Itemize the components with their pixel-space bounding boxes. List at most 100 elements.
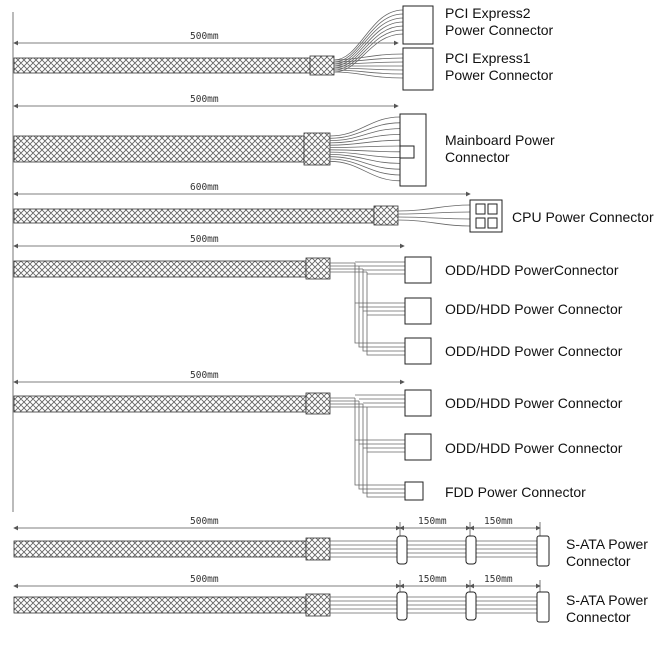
wire: [333, 57, 404, 63]
sata-connector: [465, 535, 477, 565]
dimension-label: 500mm: [190, 94, 219, 105]
wire: [333, 9, 404, 61]
wire: [397, 219, 471, 227]
label-odd-hdd-1a: ODD/HDD PowerConnector: [445, 262, 619, 278]
wire: [329, 139, 401, 146]
heat-shrink: [309, 55, 335, 76]
wire: [329, 145, 401, 148]
wire: [329, 154, 401, 164]
cable-sleeve: [13, 260, 307, 278]
cpu-pin: [475, 203, 486, 215]
sata-connector: [396, 535, 408, 565]
dimension-label: 500mm: [190, 234, 219, 245]
wire: [333, 17, 404, 65]
molex-connector: [404, 297, 432, 325]
wire: [329, 160, 401, 182]
mainboard-latch: [399, 145, 415, 159]
sata-connector: [536, 535, 550, 567]
wire: [358, 401, 405, 490]
wire: [329, 116, 401, 137]
dimension-label: 500mm: [190, 574, 219, 585]
dimension-label: 150mm: [484, 516, 513, 527]
cable-cpu: 600mm: [13, 182, 503, 233]
cable-sleeve: [13, 540, 307, 558]
cable-sleeve: [13, 596, 307, 614]
heat-shrink: [303, 132, 331, 166]
wire: [362, 404, 405, 494]
heat-shrink: [305, 537, 331, 561]
dimension-label: 600mm: [190, 182, 219, 193]
label-odd-hdd-1c: ODD/HDD Power Connector: [445, 343, 623, 359]
cable-mainboard: 500mm: [13, 94, 427, 187]
molex-connector: [404, 389, 432, 417]
fdd-connector: [404, 481, 424, 501]
wire: [329, 151, 401, 158]
label-cpu: CPU Power Connector: [512, 209, 654, 225]
cable-sleeve: [13, 57, 311, 74]
wire: [333, 25, 404, 69]
label-fdd: FDD Power Connector: [445, 484, 586, 500]
wire: [333, 21, 404, 67]
label-odd-hdd-1b: ODD/HDD Power Connector: [445, 301, 623, 317]
cable-odd-hdd-2: 500mm: [13, 370, 432, 501]
cpu-pin: [487, 203, 498, 215]
dimension-label: 150mm: [418, 516, 447, 527]
wire: [333, 33, 404, 73]
cpu-pin: [475, 217, 486, 229]
wire: [362, 269, 405, 352]
label-odd-hdd-2b: ODD/HDD Power Connector: [445, 440, 623, 456]
wire: [397, 211, 471, 215]
wire: [358, 266, 405, 348]
cable-sleeve: [13, 395, 307, 413]
pcie2-connector: [402, 5, 434, 45]
heat-shrink: [373, 205, 399, 226]
molex-connector: [404, 433, 432, 461]
wire: [329, 122, 401, 139]
wire: [329, 134, 401, 144]
molex-connector: [404, 256, 432, 284]
wire: [333, 29, 404, 71]
heat-shrink: [305, 392, 331, 415]
cable-odd-hdd-1: 500mm: [13, 234, 432, 365]
wire: [366, 407, 405, 498]
wire: [329, 158, 401, 176]
dimension-label: 150mm: [418, 574, 447, 585]
wire: [333, 71, 404, 79]
wire: [354, 263, 405, 344]
cable-sata-2: 500mm 150mm 150mm: [13, 574, 550, 623]
wire: [329, 149, 401, 153]
cable-pcie: 500mm: [13, 5, 434, 91]
dimension-label: 500mm: [190, 31, 219, 42]
cpu-pin: [487, 217, 498, 229]
wire: [329, 156, 401, 170]
molex-connector: [404, 337, 432, 365]
heat-shrink: [305, 257, 331, 280]
cable-sleeve: [13, 208, 375, 224]
wire: [329, 128, 401, 141]
heat-shrink: [305, 593, 331, 617]
dimension-label: 500mm: [190, 516, 219, 527]
wire: [366, 272, 405, 356]
wire: [333, 67, 404, 71]
sata-connector: [465, 591, 477, 621]
label-odd-hdd-2a: ODD/HDD Power Connector: [445, 395, 623, 411]
wire: [397, 216, 471, 220]
cable-sleeve: [13, 135, 305, 163]
sata-connector: [536, 591, 550, 623]
wire: [333, 53, 404, 61]
wire: [354, 398, 405, 486]
wire: [333, 69, 404, 75]
pcie1-connector: [402, 47, 434, 91]
dimension-label: 150mm: [484, 574, 513, 585]
wire: [333, 61, 404, 65]
wire: [397, 204, 471, 212]
cable-sata-1: 500mm 150mm 150mm: [13, 516, 550, 567]
sata-connector: [396, 591, 408, 621]
wire: [333, 13, 404, 63]
